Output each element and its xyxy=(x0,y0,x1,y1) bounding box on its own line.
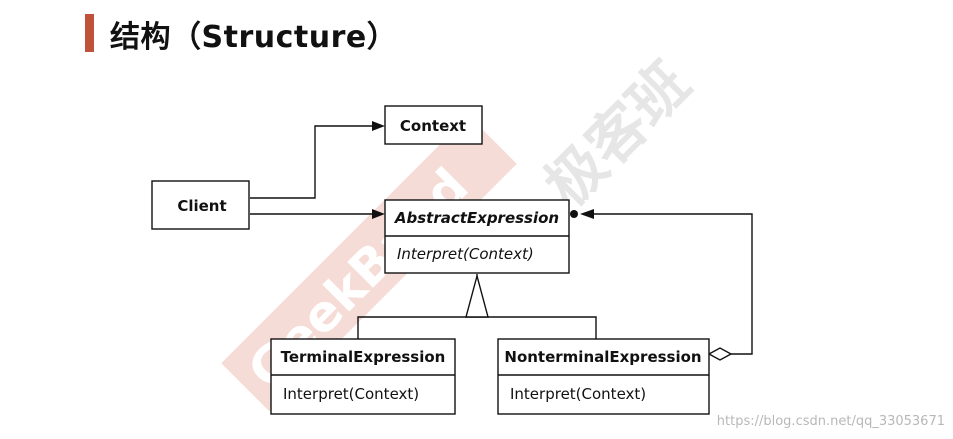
context-name: Context xyxy=(400,117,466,135)
class-client: Client xyxy=(151,180,250,230)
source-watermark-url: https://blog.csdn.net/qq_33053671 xyxy=(716,414,945,429)
nonterminal-expression-method: Interpret(Context) xyxy=(510,385,646,403)
terminal-expression-method: Interpret(Context) xyxy=(283,385,419,403)
client-name: Client xyxy=(177,197,226,215)
aggregation-line xyxy=(594,213,753,355)
inheritance-branches xyxy=(357,316,597,340)
title-accent-bar xyxy=(85,14,94,52)
nonterminal-expression-name: NonterminalExpression xyxy=(504,348,701,366)
page-title: 结构（Structure） xyxy=(110,20,398,55)
arrowhead-aggregation xyxy=(580,209,594,219)
abstract-expression-name: AbstractExpression xyxy=(394,209,559,227)
class-nonterminal-expression: NonterminalExpression Interpret(Context) xyxy=(497,338,710,415)
terminal-expression-name: TerminalExpression xyxy=(281,348,446,366)
composition-dot xyxy=(570,210,578,218)
watermark-brand-cn: 极客班 xyxy=(532,49,703,220)
arrowhead-abstract xyxy=(372,209,385,219)
aggregation-diamond xyxy=(707,347,733,361)
class-terminal-expression: TerminalExpression Interpret(Context) xyxy=(270,338,456,415)
inheritance-triangle xyxy=(465,273,489,318)
arrowhead-context xyxy=(372,121,385,131)
class-context: Context xyxy=(384,105,483,145)
watermark-band xyxy=(221,115,517,412)
abstract-expression-method: Interpret(Context) xyxy=(397,245,534,263)
class-abstract-expression: AbstractExpression Interpret(Context) xyxy=(384,199,570,274)
client-context-association xyxy=(250,125,372,199)
